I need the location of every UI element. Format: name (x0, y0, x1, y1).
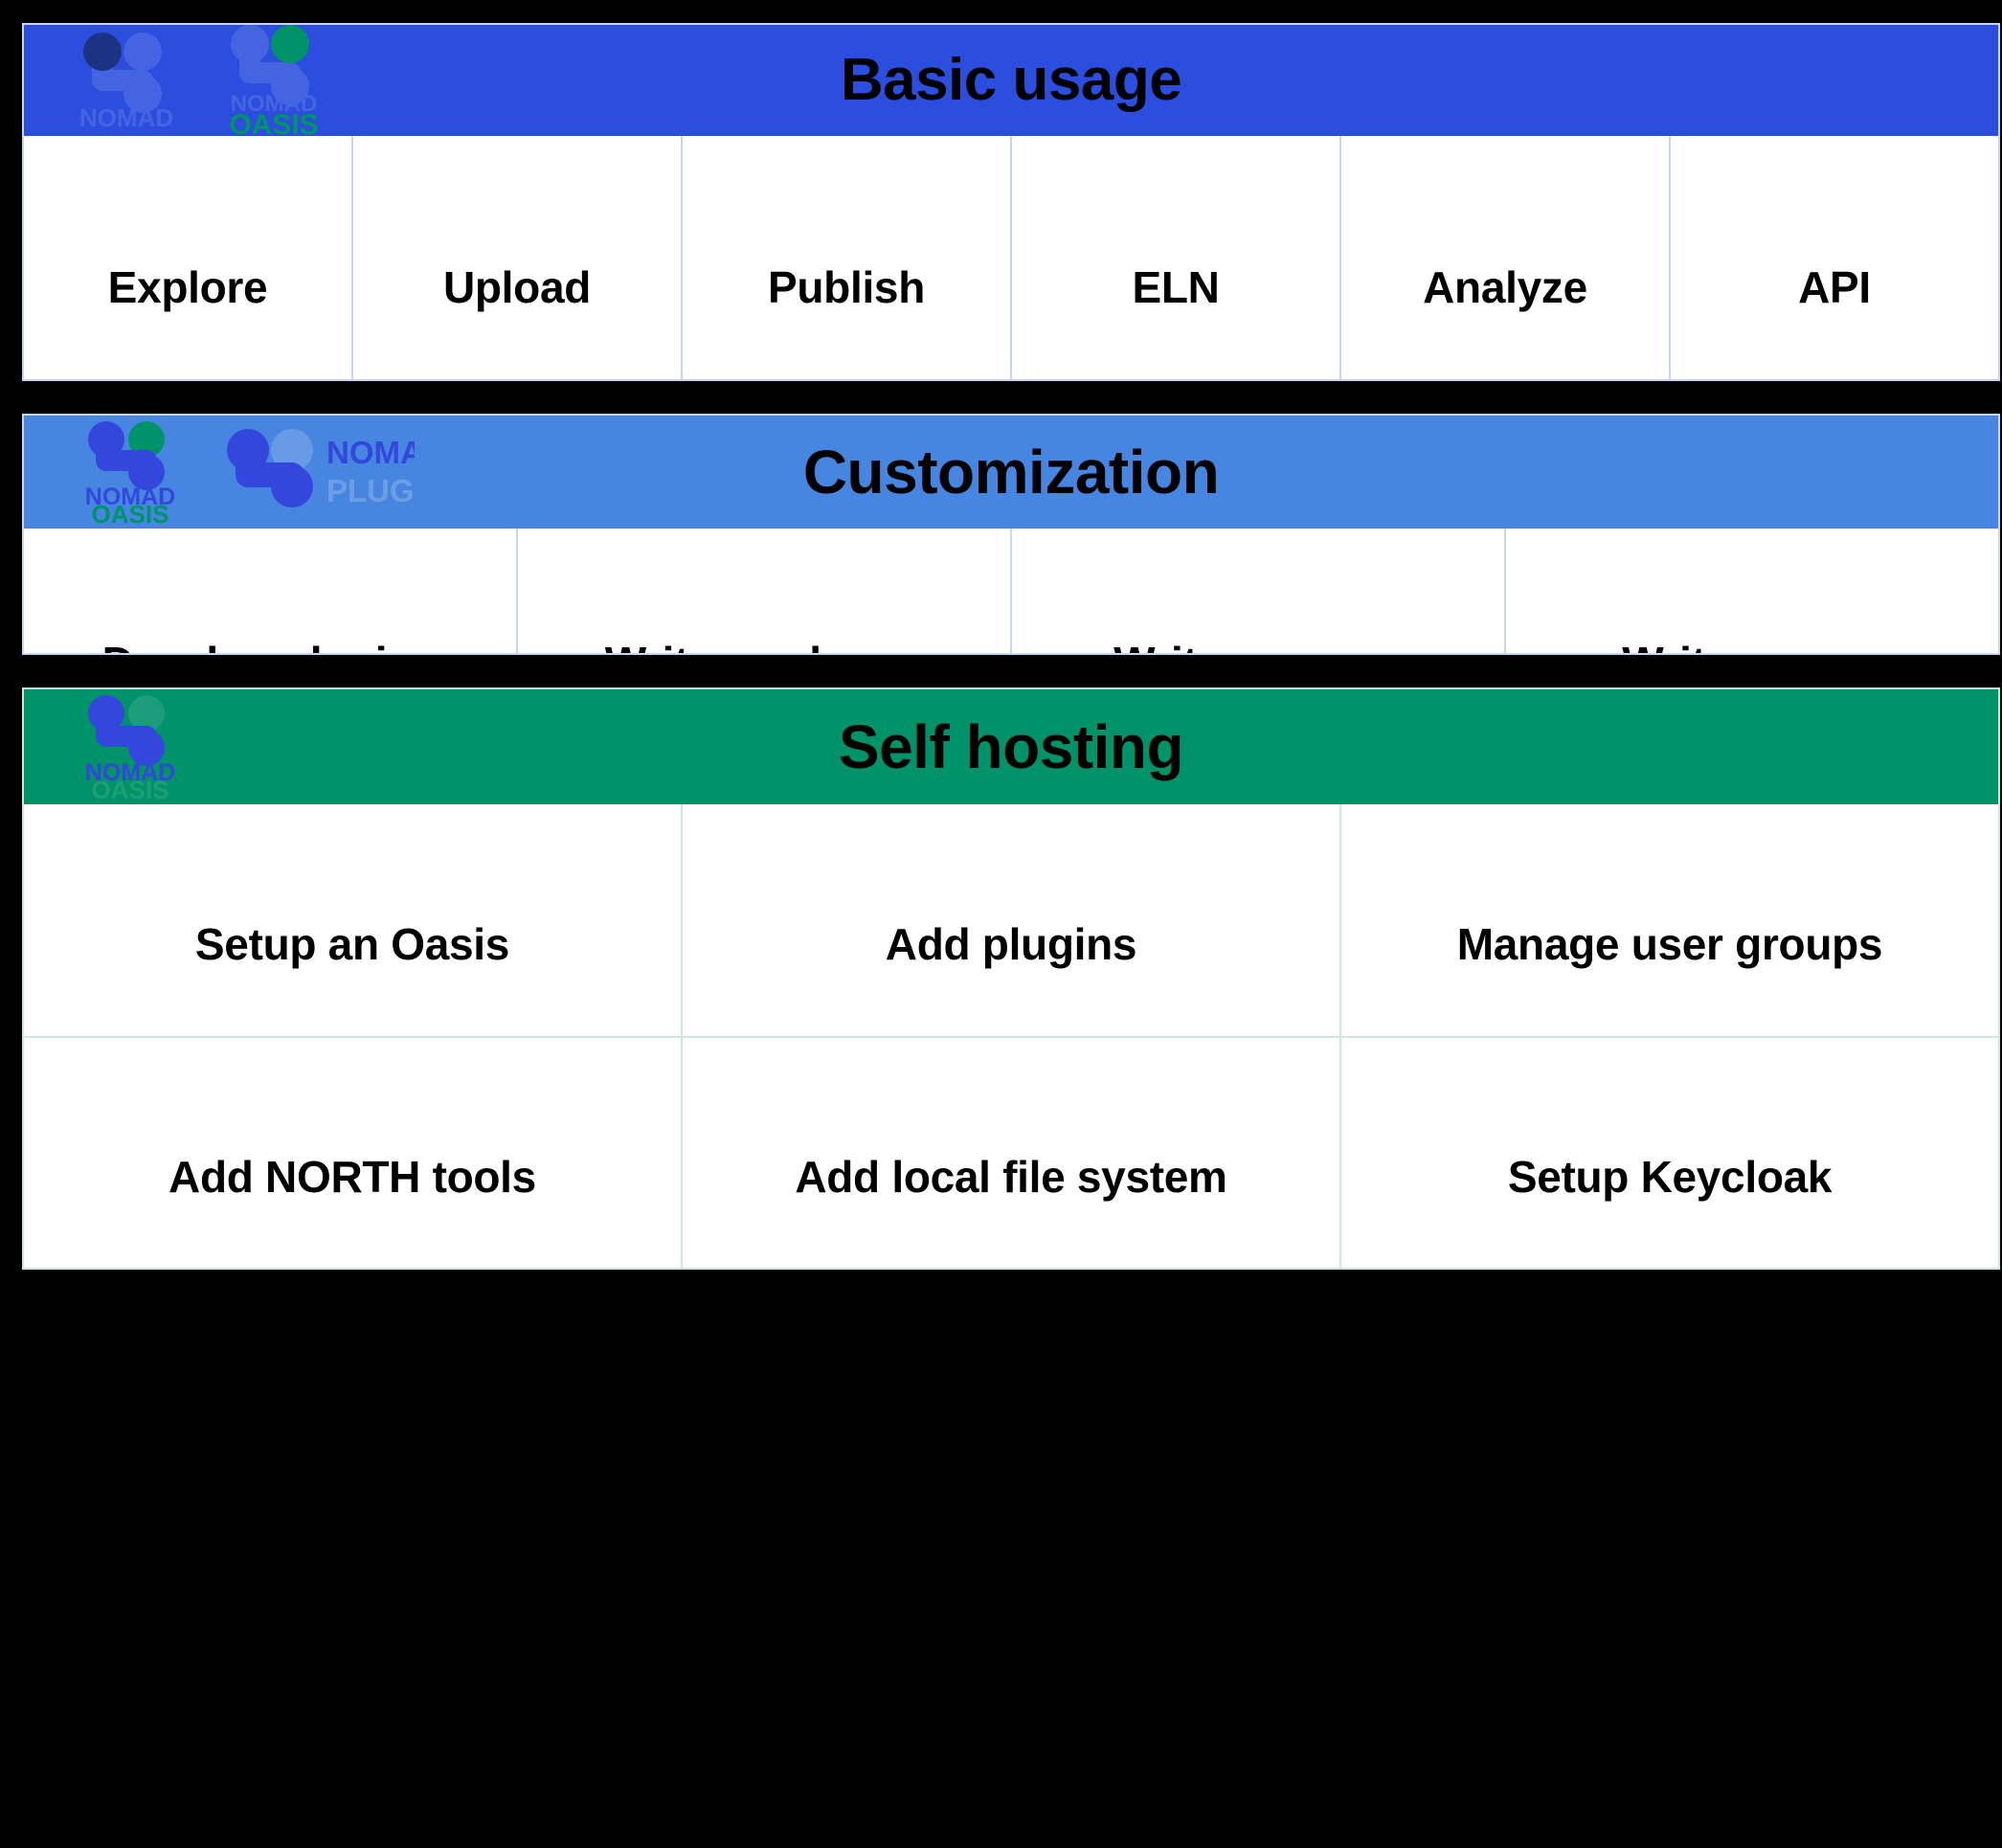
tab-row: Develop plugins Write a schema Write a p… (24, 529, 1998, 653)
logo-strip-self-hosting: NOMAD OASIS (70, 689, 189, 804)
nomad-plugin-logo: NOMAD PLUGIN (223, 425, 415, 519)
tab-label: Add NORTH tools (169, 1151, 536, 1202)
tab-develop-plugins[interactable]: Develop plugins (24, 529, 518, 653)
tab-write-a-schema[interactable]: Write a schema (518, 529, 1012, 653)
tab-label: Develop plugins (102, 640, 439, 653)
tab-label: Analyze (1423, 261, 1587, 312)
section-card-customization: NOMAD OASIS NOMAD PLUGIN Customization (22, 414, 2000, 655)
tab-manage-user-groups[interactable]: Manage user groups (1341, 804, 1998, 1036)
tab-label: Add local file system (795, 1151, 1227, 1202)
tab-add-north-tools[interactable]: Add NORTH tools (24, 1038, 683, 1268)
tab-publish[interactable]: Publish (683, 136, 1012, 379)
tab-eln[interactable]: ELN (1012, 136, 1341, 379)
svg-text:OASIS: OASIS (92, 776, 169, 800)
tab-label: ELN (1132, 261, 1220, 312)
nomad-logo: NOMAD OASIS (70, 694, 189, 800)
tab-analyze[interactable]: Analyze (1341, 136, 1671, 379)
svg-text:NOMAD: NOMAD (231, 91, 318, 117)
nomad-oasis-logo: NOMAD OASIS (70, 420, 191, 524)
tab-label: Write a schema (605, 640, 924, 653)
section-title: Self hosting (838, 712, 1184, 781)
section-title: Customization (802, 438, 1220, 507)
svg-text:NOMAD: NOMAD (85, 484, 175, 510)
tab-add-plugins[interactable]: Add plugins (683, 804, 1341, 1036)
tab-row: Setup an Oasis Add plugins Manage user g… (24, 804, 1998, 1036)
tab-api[interactable]: API (1671, 136, 1998, 379)
section-header-customization: NOMAD OASIS NOMAD PLUGIN Customization (24, 416, 1998, 529)
tab-row: Explore Upload Publish ELN Analyze API (24, 136, 1998, 379)
tab-label: API (1798, 261, 1871, 312)
svg-text:OASIS: OASIS (229, 109, 318, 138)
tab-label: Publish (767, 261, 926, 312)
nomad-oasis-logo: NOMAD OASIS (215, 25, 332, 138)
tab-label: Setup an Oasis (194, 918, 510, 969)
tab-write-a-parser[interactable]: Write a parser (1012, 529, 1506, 653)
tab-label: Write a parser (1113, 640, 1403, 653)
tab-label: Setup Keycloak (1507, 1151, 1833, 1202)
logo-strip-basic-usage: NOMAD NOMAD OAS (70, 25, 332, 138)
tab-explore[interactable]: Explore (24, 136, 353, 379)
svg-text:NOMAD: NOMAD (85, 759, 175, 786)
tab-row: Add NORTH tools Add local file system Se… (24, 1036, 1998, 1268)
section-header-self-hosting: NOMAD OASIS Self hosting (24, 689, 1998, 804)
tab-label: Upload (442, 261, 592, 312)
section-header-basic-usage: NOMAD NOMAD OAS (24, 25, 1998, 138)
tab-add-local-file-system[interactable]: Add local file system (683, 1038, 1341, 1268)
section-card-basic-usage: NOMAD NOMAD OAS (22, 23, 2000, 381)
tab-label: Explore (107, 261, 268, 312)
tab-label: Write an app (1622, 640, 1882, 653)
tab-setup-an-oasis[interactable]: Setup an Oasis (24, 804, 683, 1036)
tab-label: Add plugins (885, 918, 1137, 969)
svg-text:PLUGIN: PLUGIN (326, 473, 415, 508)
section-card-self-hosting: NOMAD OASIS Self hosting Setup an Oasis … (22, 687, 2000, 1270)
svg-text:OASIS: OASIS (92, 500, 169, 524)
tab-write-an-app[interactable]: Write an app (1506, 529, 1998, 653)
section-title: Basic usage (840, 47, 1182, 113)
svg-text:NOMAD: NOMAD (326, 435, 415, 470)
tab-upload[interactable]: Upload (353, 136, 683, 379)
nomad-logo: NOMAD (70, 31, 183, 130)
tab-label: Manage user groups (1456, 918, 1883, 969)
logo-strip-customization: NOMAD OASIS NOMAD PLUGIN (70, 416, 415, 529)
tab-setup-keycloak[interactable]: Setup Keycloak (1341, 1038, 1998, 1268)
svg-text:NOMAD: NOMAD (79, 103, 173, 130)
